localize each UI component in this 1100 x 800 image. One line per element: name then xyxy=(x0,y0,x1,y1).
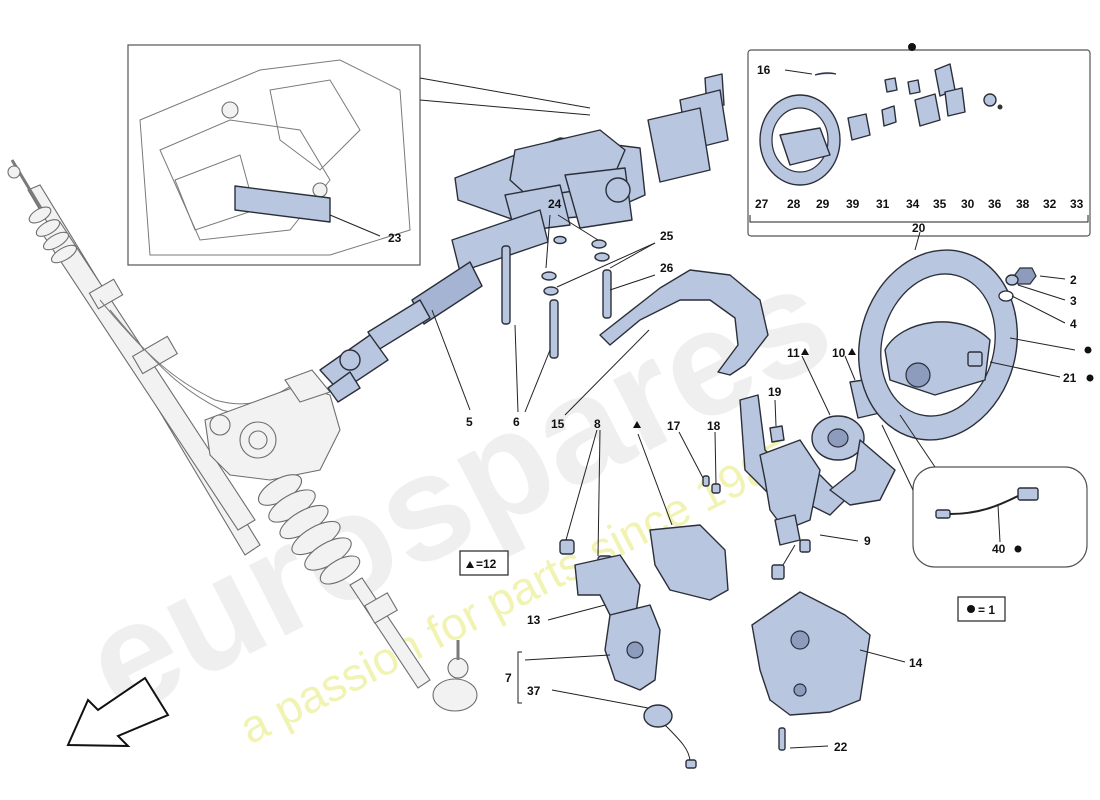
callout-22: 22 xyxy=(834,740,848,754)
clockspring-11 xyxy=(811,415,865,461)
callout-27: 27 xyxy=(755,197,769,211)
callout-10: 10 xyxy=(832,346,846,360)
paddle-bracket-9 xyxy=(739,394,896,580)
callout-18: 18 xyxy=(707,419,721,433)
callout-15: 15 xyxy=(551,417,565,431)
callout-35: 35 xyxy=(933,197,947,211)
callout-40: 40 xyxy=(992,542,1006,556)
callout-11: 11 xyxy=(787,346,800,360)
callout-36: 36 xyxy=(988,197,1002,211)
callout-19: 19 xyxy=(768,385,782,399)
callout-26: 26 xyxy=(660,261,674,275)
callout-6: 6 xyxy=(513,415,520,429)
bracket-15 xyxy=(599,269,769,376)
callout-17: 17 xyxy=(667,419,681,433)
bolts-6 xyxy=(501,245,612,359)
callout-30: 30 xyxy=(961,197,975,211)
callout-4: 4 xyxy=(1070,317,1077,331)
callout-9: 9 xyxy=(864,534,871,548)
steering-wheel xyxy=(857,249,1037,441)
callout-14: 14 xyxy=(909,656,923,670)
callout-34: 34 xyxy=(906,197,920,211)
inset-wheel-breakdown xyxy=(747,43,1091,237)
steering-column xyxy=(319,73,729,403)
callout-37: 37 xyxy=(527,684,541,698)
callout-labels: 2 3 4 5 6 8 9 10 11 13 14 15 16 17 18 19… xyxy=(388,63,1084,754)
callout-13: 13 xyxy=(527,613,541,627)
callout-20: 20 xyxy=(912,221,926,235)
legend-dot: = 1 xyxy=(957,596,1006,622)
steering-lock-7 xyxy=(604,604,697,769)
callout-7: 7 xyxy=(505,671,512,685)
lower-shroud-14 xyxy=(751,591,871,751)
callout-38: 38 xyxy=(1016,197,1030,211)
callout-markers xyxy=(633,43,1094,553)
inset-wiring-40 xyxy=(881,414,1088,568)
callout-3: 3 xyxy=(1070,294,1077,308)
callout-28: 28 xyxy=(787,197,801,211)
callout-23: 23 xyxy=(388,231,402,245)
leader-lines xyxy=(329,69,1089,749)
callout-33: 33 xyxy=(1070,197,1084,211)
callout-31: 31 xyxy=(876,197,890,211)
inset-dashboard-view xyxy=(127,44,591,266)
part-23-shape xyxy=(234,185,331,223)
callout-29: 29 xyxy=(816,197,830,211)
callout-5: 5 xyxy=(466,415,473,429)
clips-17-18-19 xyxy=(702,425,785,494)
callout-25: 25 xyxy=(660,229,674,243)
callout-39: 39 xyxy=(846,197,860,211)
front-direction-arrow xyxy=(66,676,170,748)
legend-triangle-text: =12 xyxy=(476,557,497,571)
steering-rack xyxy=(7,159,478,712)
callout-16: 16 xyxy=(757,63,771,77)
column-cover xyxy=(649,524,729,601)
legend-dot-text: = 1 xyxy=(978,603,995,617)
washers-24-25 xyxy=(541,235,610,296)
callout-32: 32 xyxy=(1043,197,1057,211)
ignition-lock-8-13 xyxy=(559,539,641,626)
callout-2: 2 xyxy=(1070,273,1077,287)
legend-triangle: =12 xyxy=(459,550,509,576)
callout-24: 24 xyxy=(548,197,562,211)
callout-8: 8 xyxy=(594,417,601,431)
callout-21: 21 xyxy=(1063,371,1077,385)
